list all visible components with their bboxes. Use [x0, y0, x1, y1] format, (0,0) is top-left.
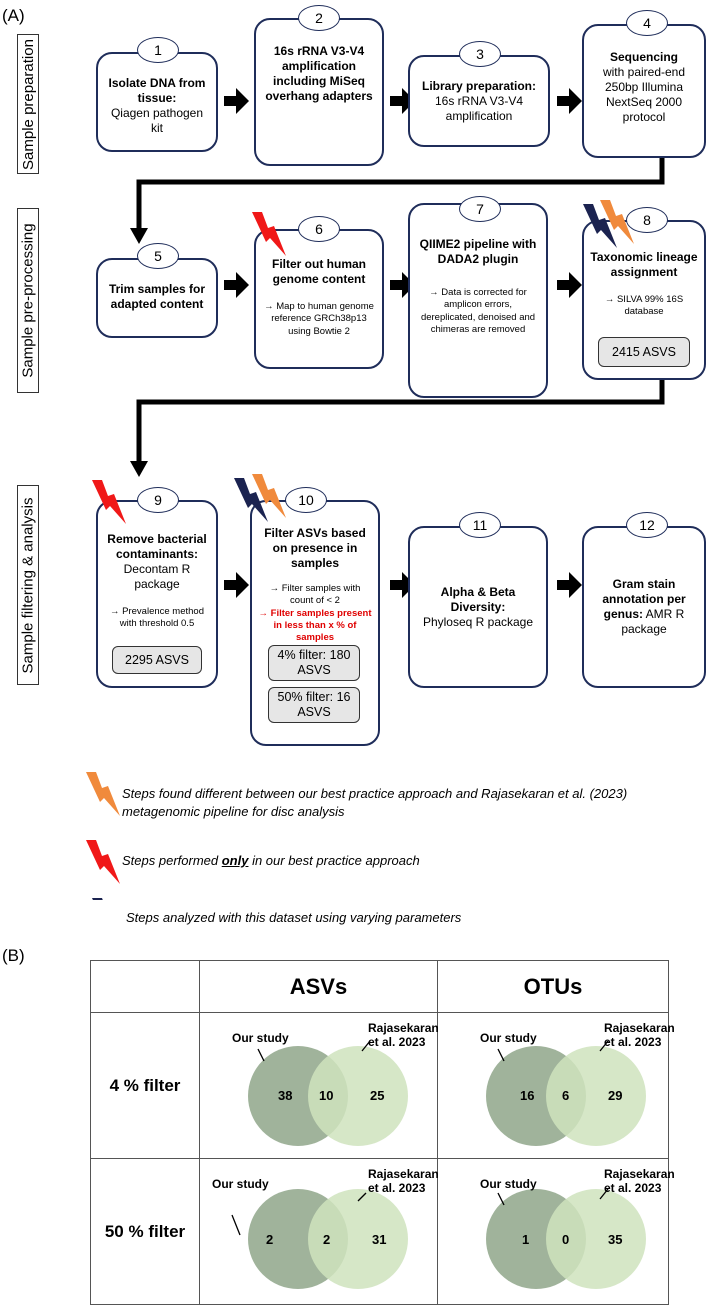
step-10-count-4pct: 4% filter: 180 ASVS — [268, 645, 360, 681]
step-12-box: Gram stain annotation per genus: AMR R p… — [582, 526, 706, 688]
legend-red-text: Steps performed only in our best practic… — [122, 853, 420, 868]
step-10-count-50pct: 50% filter: 16 ASVS — [268, 687, 360, 723]
arrow-1-2 — [224, 88, 249, 114]
step-6-box: Filter out human genome content → Map to… — [254, 229, 384, 369]
arrow-11-12 — [557, 572, 582, 598]
red-bolt-step-6-icon — [252, 212, 286, 256]
step-11-box: Alpha & Beta Diversity: Phyloseq R packa… — [408, 526, 548, 688]
arrow-9-10 — [224, 572, 249, 598]
step-9-count: 2295 ASVS — [112, 646, 202, 674]
arrow-10-11 — [390, 572, 415, 598]
step-11-number: 11 — [459, 512, 501, 538]
step-7-number: 7 — [459, 196, 501, 222]
step-4-box: Sequencing with paired-end 250bp Illumin… — [582, 24, 706, 158]
legend-navy-bolt-icon — [92, 898, 126, 900]
lightning-layer — [86, 200, 634, 900]
venn-asv-50pct: Our study Rajasekaran et al. 2023 2 2 31 — [199, 1158, 439, 1305]
legend-orange-bolt-icon — [86, 772, 120, 816]
venn-table: ASVs OTUs 4 % filter Our study Rajasekar… — [90, 960, 675, 1305]
step-7-box: QIIME2 pipeline with DADA2 plugin → Data… — [408, 203, 548, 398]
col-header-asvs: ASVs — [199, 960, 438, 1013]
section-label-preparation: Sample preparation — [17, 34, 39, 174]
legend-navy-text: Steps analyzed with this dataset using v… — [126, 910, 462, 925]
arrow-2-3 — [390, 88, 415, 114]
venn-otu-4pct: Our study Rajasekaran et al. 2023 16 6 2… — [437, 1012, 675, 1159]
arrow-5-6 — [224, 272, 249, 298]
legend-red-bolt-icon — [86, 840, 120, 884]
row-header-4pct: 4 % filter — [90, 1012, 200, 1159]
arrow-7-8 — [557, 272, 582, 298]
col-header-otus: OTUs — [437, 960, 669, 1013]
step-12-number: 12 — [626, 512, 668, 538]
panel-b-label: (B) — [2, 946, 25, 965]
section-label-preprocessing: Sample pre-processing — [17, 208, 39, 393]
step-1-box: Isolate DNA from tissue: Qiagen pathogen… — [96, 52, 218, 152]
row-header-50pct: 50 % filter — [90, 1158, 200, 1305]
arrow-3-4 — [557, 88, 582, 114]
connector-8-9 — [136, 378, 665, 466]
step-9-number: 9 — [137, 487, 179, 513]
step-8-count: 2415 ASVS — [598, 337, 690, 367]
legend-orange-text: Steps found different between our best p… — [122, 786, 628, 819]
panel-a-label: (A) — [2, 6, 25, 25]
arrow-6-7 — [390, 272, 415, 298]
step-4-number: 4 — [626, 10, 668, 36]
step-5-number: 5 — [137, 243, 179, 269]
venn-otu-50pct: Our study Rajasekaran et al. 2023 1 0 35 — [437, 1158, 675, 1305]
venn-asv-4pct: Our study Rajasekaran et al. 2023 38 10 … — [199, 1012, 439, 1159]
step-1-number: 1 — [137, 37, 179, 63]
red-bolt-step-9-icon — [92, 480, 126, 524]
connector-4-5 — [136, 158, 665, 233]
step-2-number: 2 — [298, 5, 340, 31]
table-corner — [90, 960, 200, 1013]
section-label-filtering: Sample filtering & analysis — [17, 485, 39, 685]
step-2-box: 16s rRNA V3-V4 amplification including M… — [254, 18, 384, 166]
step-6-number: 6 — [298, 216, 340, 242]
flow-arrows — [130, 88, 665, 598]
step-3-number: 3 — [459, 41, 501, 67]
step-10-number: 10 — [285, 487, 327, 513]
step-8-number: 8 — [626, 207, 668, 233]
